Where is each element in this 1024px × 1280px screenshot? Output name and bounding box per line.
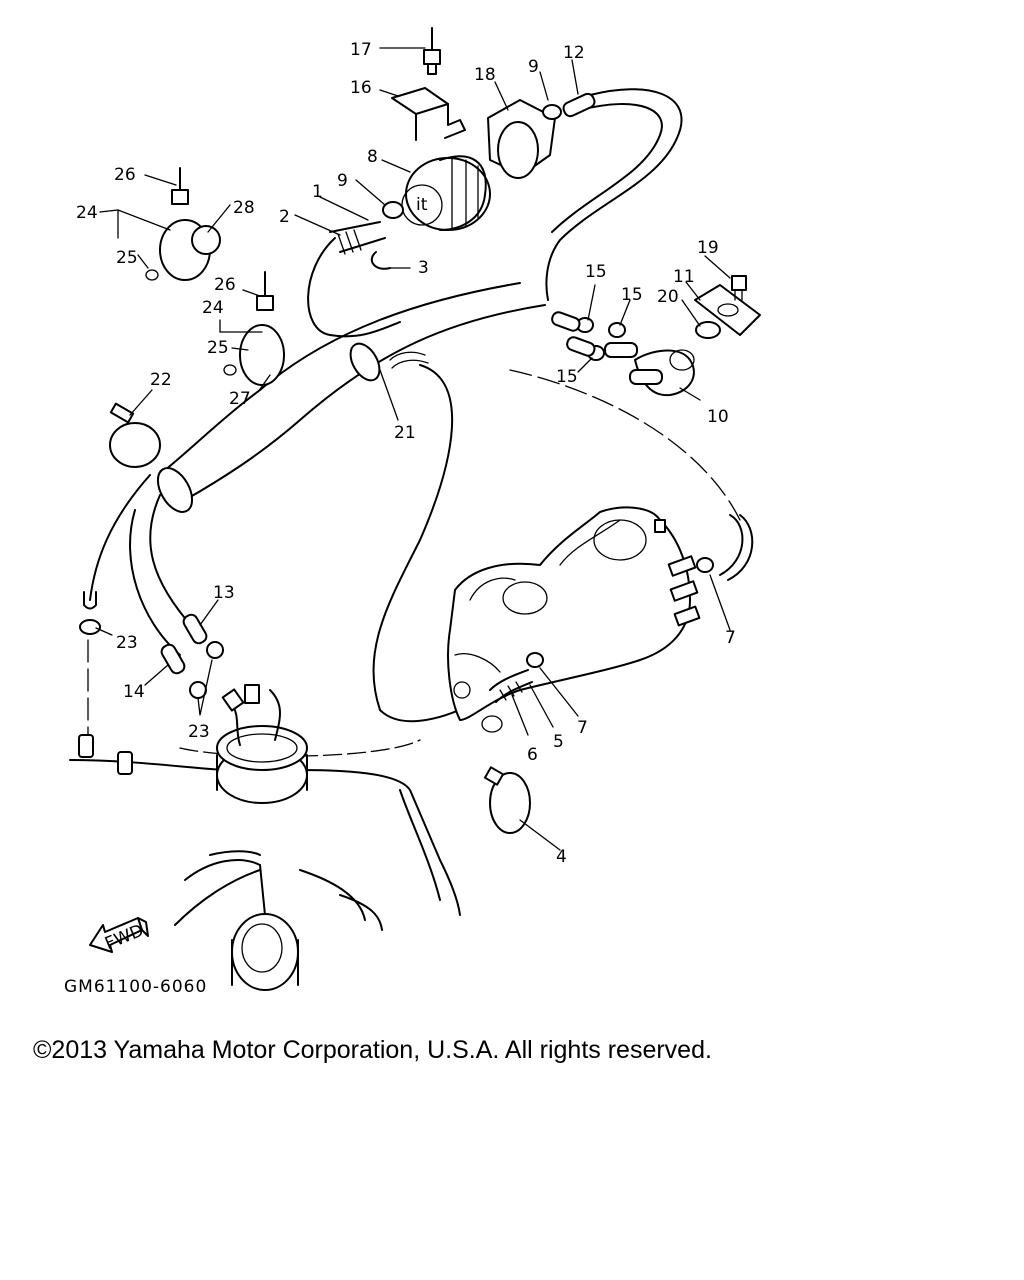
callout-15b: 15: [621, 285, 643, 305]
fwd-label: FWD: [102, 921, 146, 954]
leader-lines: [95, 47, 731, 851]
callout-15c: 15: [556, 367, 578, 387]
callout-13: 13: [213, 583, 235, 603]
callout-labels: 1 2 3 4 5 6 7 7 8 9 9 10 11 12 13 14 15 …: [76, 40, 736, 867]
callout-4: 4: [556, 847, 567, 867]
callout-19: 19: [697, 238, 719, 258]
fuel-tank: [69, 684, 461, 991]
callout-7b: 7: [725, 628, 736, 648]
callout-6: 6: [527, 745, 538, 765]
svg-text:it: it: [416, 195, 428, 215]
callout-9b: 9: [528, 57, 539, 77]
parts-diagram: it: [64, 27, 761, 997]
callout-24a: 24: [76, 203, 98, 223]
callout-12: 12: [563, 43, 585, 63]
callout-2: 2: [279, 207, 290, 227]
callout-28: 28: [233, 198, 255, 218]
callout-8: 8: [367, 147, 378, 167]
callout-15a: 15: [585, 262, 607, 282]
callout-27: 27: [229, 389, 251, 409]
callout-26b: 26: [214, 275, 236, 295]
callout-25a: 25: [116, 248, 138, 268]
callout-25b: 25: [207, 338, 229, 358]
fwd-arrow-icon: FWD: [89, 917, 149, 954]
callout-21: 21: [394, 423, 416, 443]
small-parts: it: [79, 27, 761, 834]
callout-5: 5: [553, 732, 564, 752]
callout-1: 1: [312, 182, 323, 202]
engine-block: [447, 506, 701, 733]
callout-11: 11: [673, 267, 695, 287]
hose-lines: [83, 88, 741, 757]
callout-10: 10: [707, 407, 729, 427]
callout-18: 18: [474, 65, 496, 85]
part-code: GM61100-6060: [64, 977, 207, 997]
callout-17: 17: [350, 40, 372, 60]
callout-7a: 7: [577, 718, 588, 738]
copyright-notice: ©2013 Yamaha Motor Corporation, U.S.A. A…: [33, 1036, 712, 1064]
callout-3: 3: [418, 258, 429, 278]
callout-24b: 24: [202, 298, 224, 318]
callout-16: 16: [350, 78, 372, 98]
callout-14: 14: [123, 682, 145, 702]
callout-20: 20: [657, 287, 679, 307]
callout-26a: 26: [114, 165, 136, 185]
callout-23b: 23: [188, 722, 210, 742]
callout-9a: 9: [337, 171, 348, 191]
callout-22: 22: [150, 370, 172, 390]
callout-23a: 23: [116, 633, 138, 653]
